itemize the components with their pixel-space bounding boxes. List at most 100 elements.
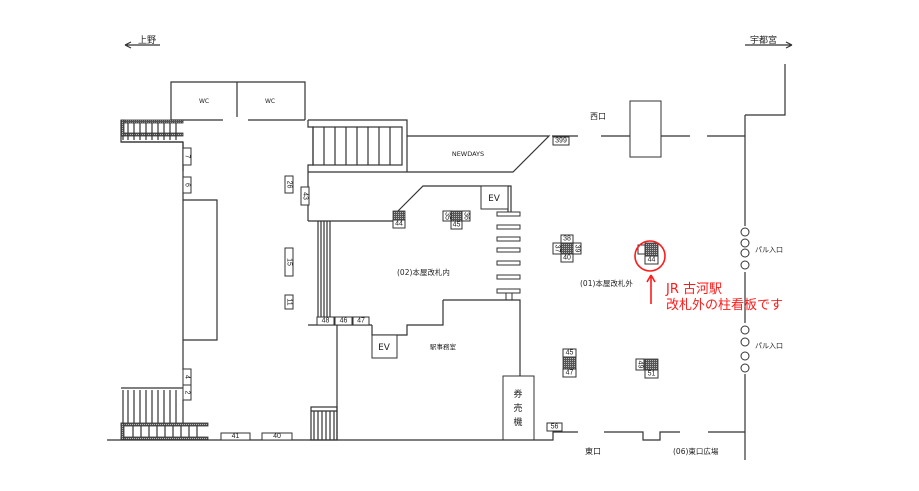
- elevator-upper: EV: [480, 185, 509, 210]
- ev-label: EV: [488, 194, 501, 204]
- board-number: 39: [574, 245, 581, 253]
- direction-ueno-label: 上野: [138, 35, 156, 46]
- board-number: 41: [232, 433, 240, 440]
- wc-label: WC: [265, 98, 275, 105]
- board-number: 56: [551, 424, 559, 431]
- board-6: 6: [182, 176, 192, 194]
- board-number: 37: [554, 245, 561, 253]
- stairs-left-top: [120, 119, 184, 171]
- board-56: 56: [546, 422, 563, 432]
- newdays-shop: NEWDAYS: [308, 135, 551, 173]
- elevator-lower: EV: [371, 334, 398, 359]
- board-number: 43: [302, 192, 309, 200]
- board-7: 7: [182, 147, 192, 166]
- stairs-center: [307, 119, 408, 221]
- arrow-up-icon: [646, 274, 656, 304]
- wall: [308, 299, 521, 440]
- board-number: 36: [463, 212, 470, 220]
- direction-ueno: 上野: [124, 35, 160, 49]
- board-40: 40: [261, 432, 293, 441]
- board-number: 47: [566, 370, 574, 377]
- board-44: 44: [392, 219, 406, 229]
- pillar-board-hatch: [450, 210, 463, 222]
- board-26: 26: [284, 175, 294, 194]
- wall: [107, 431, 745, 441]
- board-46: 46: [334, 316, 353, 326]
- newdays-label: NEWDAYS: [452, 150, 484, 158]
- west-exit-label: 西口: [590, 112, 606, 121]
- board-35: 35: [442, 210, 452, 222]
- board-36: 36: [461, 210, 471, 222]
- board-2: 2: [182, 384, 192, 401]
- board-number: 40: [273, 433, 281, 440]
- office-label: 駅事務室: [430, 342, 457, 351]
- annotation-line2: 改札外の柱看板です: [666, 297, 783, 313]
- wall: [552, 64, 786, 460]
- board-side: [637, 244, 646, 255]
- direction-utsunomiya: 宇都宮: [745, 34, 793, 49]
- direction-utsunomiya-label: 宇都宮: [750, 34, 777, 46]
- pal-entrance-doors: [740, 227, 750, 373]
- board-number: 45: [566, 350, 574, 357]
- pal-entrance-label: パル入口: [755, 342, 783, 350]
- board-number: 399: [555, 138, 567, 145]
- board-number: 4: [184, 375, 191, 379]
- board-40: 40: [560, 253, 574, 263]
- board-37: 37: [552, 242, 562, 255]
- ticket-machine: 券 売 機: [502, 375, 535, 441]
- board-51: 51: [644, 369, 659, 379]
- board-45: 45: [450, 220, 463, 230]
- board-number: 40: [563, 255, 571, 262]
- east-exit-label: 東口: [585, 446, 601, 456]
- board-number: 15: [286, 258, 293, 266]
- pal-entrance-label: パル入口: [755, 246, 783, 254]
- board-49: 49: [635, 358, 645, 371]
- outside-gate-label: (01)本屋改札外: [580, 278, 633, 288]
- pillar-board-hatch: [392, 210, 406, 221]
- wall: [182, 142, 218, 370]
- stairs-small: [310, 406, 338, 441]
- board-number: 49: [637, 361, 644, 369]
- annotation-line1: JR 古河駅: [665, 282, 722, 297]
- board-number: 44: [395, 221, 403, 228]
- board-number: 44: [648, 257, 656, 264]
- board-number: 38: [563, 236, 571, 243]
- board-15: 15: [284, 247, 294, 277]
- escalator: [317, 221, 331, 317]
- stairs-left-bottom: [120, 387, 209, 441]
- wc-label: WC: [199, 98, 209, 105]
- board-39: 39: [572, 242, 582, 255]
- board-number: 11: [286, 298, 293, 305]
- board-number: 48: [322, 318, 330, 325]
- board-11: 11: [284, 294, 294, 310]
- board-number: 7: [184, 155, 191, 159]
- board-38: 38: [560, 234, 574, 244]
- pillar-board-hatch: [644, 358, 659, 371]
- inside-gate-label: (02)本屋改札内: [397, 267, 450, 277]
- ticket-machine-label: 売: [513, 402, 522, 414]
- board-41: 41: [220, 432, 251, 441]
- board-number: 46: [340, 318, 348, 325]
- ticket-machine-label: 機: [513, 416, 522, 428]
- highlight-annotation: JR 古河駅 改札外の柱看板です: [634, 240, 783, 313]
- west-pillar: [629, 100, 662, 158]
- board-number: 45: [453, 222, 461, 229]
- board-48: 48: [316, 316, 335, 326]
- board-number: 51: [648, 371, 656, 378]
- board-399: 399: [552, 136, 570, 146]
- board-4: 4: [182, 368, 192, 386]
- board-47: 47: [562, 368, 577, 378]
- board-43: 43: [300, 186, 310, 206]
- wc-block: WC WC: [170, 81, 306, 121]
- pillar-board-hatch: [560, 242, 574, 255]
- board-45: 45: [562, 348, 577, 358]
- board-number: 26: [286, 181, 293, 189]
- board-44: 44: [644, 255, 659, 265]
- ticket-machine-label: 券: [513, 388, 522, 400]
- board-47: 47: [352, 316, 370, 326]
- board-number: 2: [184, 391, 191, 395]
- ticket-gates: [496, 211, 521, 301]
